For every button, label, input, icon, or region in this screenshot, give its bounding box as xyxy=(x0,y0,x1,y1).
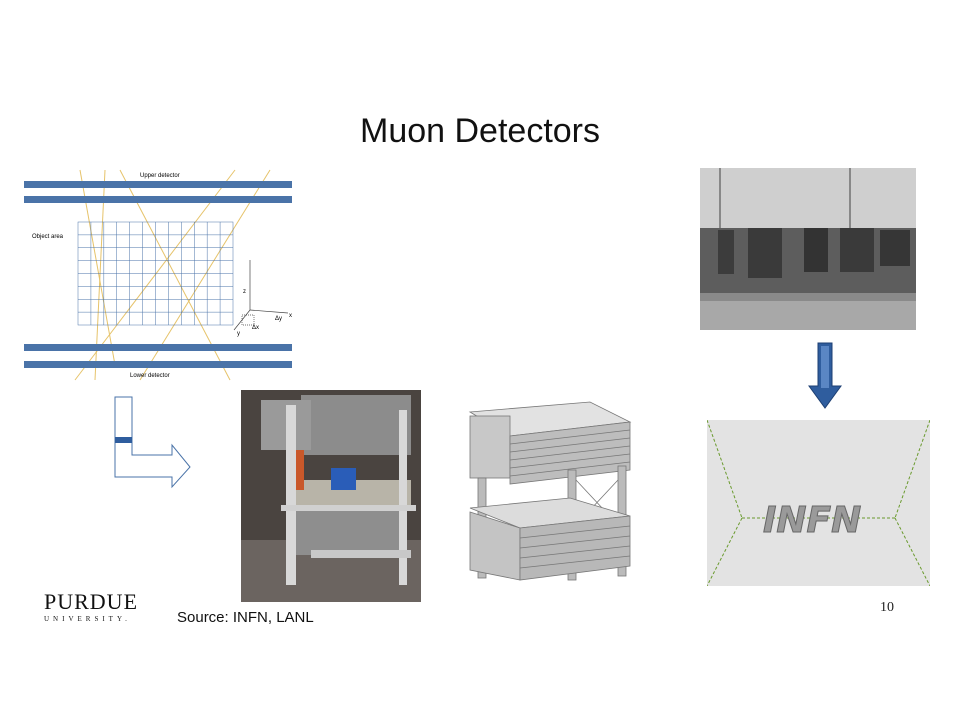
delta-y-label: Δy xyxy=(275,316,282,322)
detector-cad-model xyxy=(468,401,632,581)
letter-blocks-photo xyxy=(700,168,916,330)
axis-y-label: y xyxy=(237,331,240,337)
lower-detector-bar xyxy=(24,344,292,351)
reconstruction-image: INFN xyxy=(707,420,930,586)
detector-schematic: Upper detector Object area z x y Δx Δy L… xyxy=(24,169,292,381)
slide-title: Muon Detectors xyxy=(360,112,600,150)
logo-subtitle: UNIVERSITY. xyxy=(44,615,131,623)
lower-detector-label: Lower detector xyxy=(130,373,170,379)
l-arrow-icon xyxy=(114,396,191,489)
reconstructed-letters: INFN xyxy=(763,500,861,541)
source-credit: Source: INFN, LANL xyxy=(177,609,314,626)
upper-detector-bar xyxy=(24,181,292,188)
upper-detector-bar xyxy=(24,196,292,203)
object-area-label: Object area xyxy=(32,234,64,240)
coordinate-axes xyxy=(233,260,289,331)
purdue-logo: PURDUE UNIVERSITY. xyxy=(44,591,154,627)
detector-rig-photo xyxy=(241,390,421,602)
logo-wordmark: PURDUE xyxy=(44,589,139,614)
axis-z-label: z xyxy=(243,289,246,295)
upper-detector-label: Upper detector xyxy=(140,173,180,179)
delta-x-label: Δx xyxy=(252,325,259,331)
lower-detector-bar xyxy=(24,361,292,368)
axis-x-label: x xyxy=(289,313,292,319)
page-number: 10 xyxy=(880,600,894,615)
down-arrow-icon xyxy=(808,342,842,409)
object-area-grid xyxy=(77,221,234,326)
